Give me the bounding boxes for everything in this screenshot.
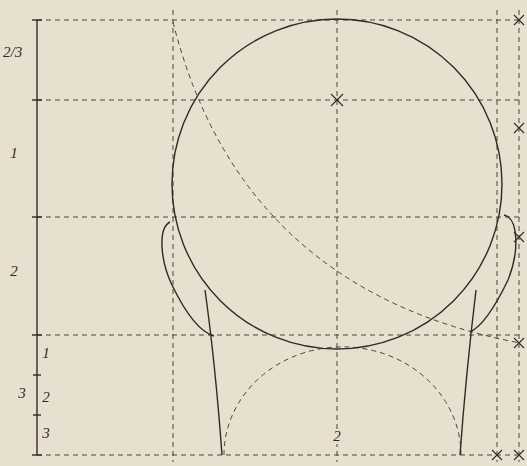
dimension-number: 2 [331, 429, 343, 444]
proportion-number: 3 [42, 426, 50, 441]
proportion-number: 2/3 [3, 45, 22, 60]
proportion-number: 1 [42, 346, 50, 361]
proportion-number: 2 [42, 390, 50, 405]
proportion-number: 1 [10, 146, 18, 161]
proportion-number: 2 [10, 264, 18, 279]
proportion-number: 3 [18, 386, 26, 401]
